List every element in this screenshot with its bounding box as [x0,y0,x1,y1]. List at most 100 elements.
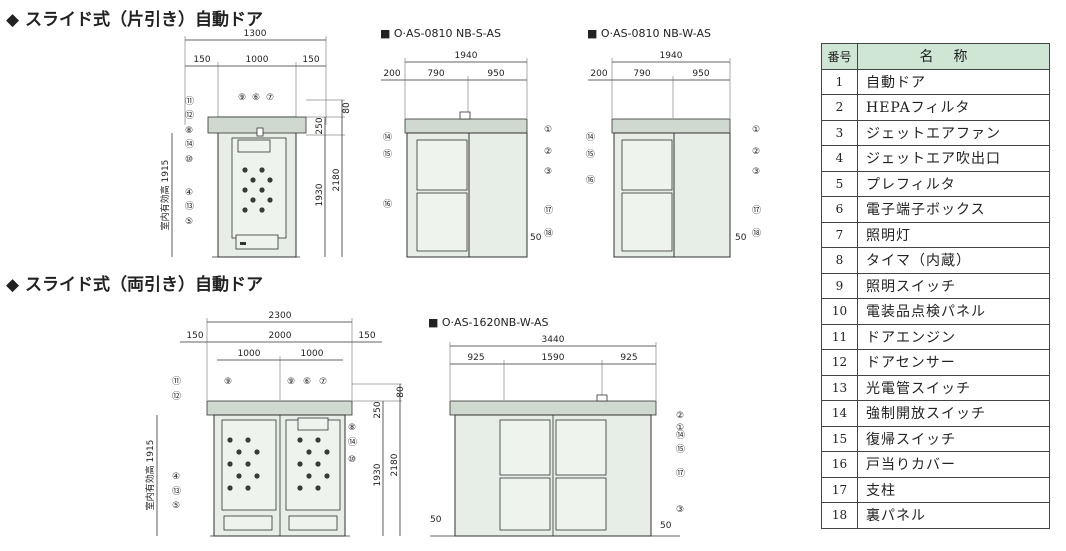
part-number: 15 [821,425,858,452]
drawing-area: ◆ スライド式（片引き）自動ドア 1300 150 1000 150 [6,9,761,537]
model-w-right: 950 [692,69,709,79]
dim-v-top: 80 [342,102,352,114]
dim2-center: 2000 [269,331,292,341]
model-w-width: 1940 [660,51,683,61]
part-name: ジェットエア吹出口 [857,145,1050,172]
callout-12: ⑫ [185,110,194,121]
part-number: 14 [821,400,858,427]
model-s-right: 950 [487,69,504,79]
callout-10: ⑩ [185,155,193,165]
part-name: 照明灯 [857,221,1050,248]
s-callout-15: ⑮ [383,149,392,160]
part-number: 10 [821,298,858,325]
part-number: 4 [821,145,858,172]
l-callout-1: ① [676,423,684,433]
d-callout-11: ⑪ [172,376,181,387]
model-l-foot-right: 50 [660,521,672,531]
model-l-width: 3440 [542,335,565,345]
s-callout-1: ① [544,125,552,135]
side-view-s: ■ O·AS-0810 NB-S-AS 1940 200 790 950 ⑭ ⑮… [380,27,553,258]
dim-v-effective: 室内有効高 1915 [159,160,171,231]
section2-title: ◆ スライド式（両引き）自動ドア [6,274,263,295]
model-s-left: 200 [383,69,400,79]
dim-side-right: 150 [302,55,319,65]
dim2-v-effective: 室内有効高 1915 [144,440,156,511]
front-view-double: 2300 150 2000 150 1000 1000 [144,311,406,537]
part-number: 8 [821,247,858,274]
w-callout-2: ② [752,147,760,157]
model-w-foot: 50 [735,233,747,243]
w-callout-16: ⑯ [586,175,595,186]
part-name: ジェットエアファン [857,119,1050,146]
section1-title: ◆ スライド式（片引き）自動ドア [6,9,263,30]
part-number: 17 [821,476,858,503]
callout-11: ⑪ [185,96,194,107]
dim-v-total: 2180 [332,168,342,191]
s-callout-14: ⑭ [383,132,392,143]
d-callout-13: ⑬ [172,486,181,497]
d-callout-12: ⑫ [172,391,181,402]
l-callout-3: ③ [676,505,684,515]
part-name: 戸当りカバー [857,451,1050,478]
w-callout-17: ⑰ [752,205,761,216]
part-name: タイマ（内蔵） [857,247,1050,274]
dim2-v-top: 80 [396,386,406,398]
d-callout-10: ⑩ [348,455,356,465]
parts-table-header: 番号 名称 [821,43,1050,70]
part-name: 自動ドア [857,68,1050,95]
d-callout-5: ⑤ [172,501,180,511]
part-number: 2 [821,94,858,121]
model-l-left: 925 [467,353,484,363]
dim-side-left: 150 [193,55,210,65]
callout-7: ⑦ [266,93,274,103]
front-view-single: 1300 150 1000 150 80 250 1930 [159,29,352,258]
l-callout-17: ⑰ [676,468,685,479]
s-callout-2: ② [544,147,552,157]
s-callout-3: ③ [544,167,552,177]
header-name: 名称 [857,43,1050,70]
part-name: 電子端子ボックス [857,196,1050,223]
model-w-label: ■ O·AS-0810 NB-W-AS [587,27,711,40]
model-w-left: 200 [590,69,607,79]
d-callout-14: ⑭ [348,437,357,448]
dim2-v-header: 250 [373,401,383,418]
d-callout-7: ⑦ [319,377,327,387]
part-name: 光電管スイッチ [857,374,1050,401]
side-view-w: ■ O·AS-0810 NB-W-AS 1940 200 790 950 ⑭ ⑮… [586,27,761,258]
dim2-half-right: 1000 [301,349,324,359]
part-number: 9 [821,272,858,299]
w-callout-14: ⑭ [586,132,595,143]
part-number: 6 [821,196,858,223]
d-callout-8: ⑧ [348,423,356,433]
dim-v-inner: 1930 [315,183,325,206]
w-callout-1: ① [752,125,760,135]
model-l-mid: 1590 [542,353,565,363]
part-number: 5 [821,170,858,197]
s-callout-18: ⑱ [544,228,553,239]
part-name: プレフィルタ [857,170,1050,197]
callout-9: ⑨ [238,93,246,103]
model-s-width: 1940 [455,51,478,61]
dim2-v-total: 2180 [390,453,400,476]
part-number: 18 [821,502,858,529]
dim2-side-right: 150 [358,331,375,341]
part-number: 12 [821,349,858,376]
model-s-mid: 790 [427,69,444,79]
part-number: 11 [821,323,858,350]
callout-8: ⑧ [185,126,193,136]
model-s-foot: 50 [530,233,542,243]
s-callout-17: ⑰ [544,205,553,216]
part-name: HEPAフィルタ [857,94,1050,121]
callout-6: ⑥ [252,93,260,103]
